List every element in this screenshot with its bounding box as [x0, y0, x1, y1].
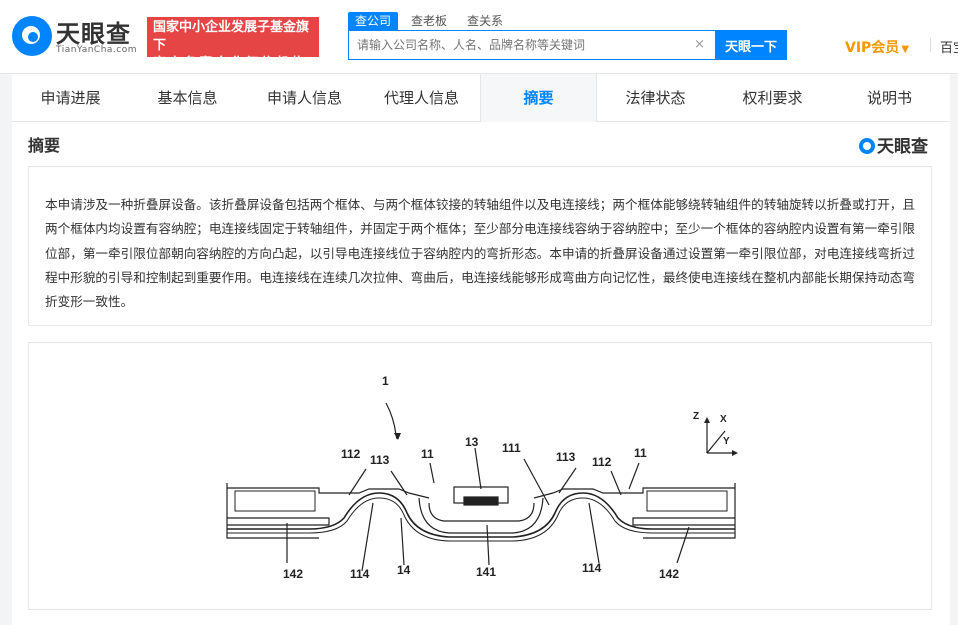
leader-l13: [474, 447, 482, 490]
cable-path-inner: [227, 497, 735, 542]
axis-label-y: Y: [723, 436, 730, 447]
hinge-core: [463, 496, 499, 506]
leader-r114: [588, 502, 600, 564]
right-plate: [632, 517, 735, 526]
vip-member-link[interactable]: VIP会员▼: [845, 37, 909, 57]
abstract-text: 本申请涉及一种折叠屏设备。该折叠屏设备包括两个框体、与两个框体铰接的转轴组件以及…: [28, 166, 932, 326]
tianyancha-logo[interactable]: 天眼查 TianYanCha.com: [12, 14, 140, 60]
caret-down-icon: ▼: [901, 44, 910, 55]
abstract-section: 摘要 天眼查 本申请涉及一种折叠屏设备。该折叠屏设备包括两个框体、与两个框体铰接…: [12, 122, 950, 625]
figure-label-l13: 13: [465, 435, 479, 449]
tab-basic-info[interactable]: 基本信息: [157, 89, 218, 107]
search-tab-boss[interactable]: 查老板: [411, 14, 448, 28]
figure-label-l14: 14: [397, 563, 411, 577]
search-tab-relation[interactable]: 查关系: [467, 14, 504, 28]
leader-l14: [400, 517, 405, 566]
tab-applicant-info[interactable]: 申请人信息: [266, 89, 342, 107]
leader-r113: [558, 467, 577, 494]
section-title: 摘要: [28, 136, 61, 155]
slogan-line-2: 官方备案企业征信机构: [153, 56, 308, 71]
search-input[interactable]: [349, 31, 679, 59]
figure-label-r11: 11: [634, 446, 647, 460]
axis-z-arrow: [704, 417, 710, 423]
tianyancha-watermark: 天眼查: [859, 132, 928, 157]
figure-label-main: 1: [382, 374, 389, 388]
tab-claims[interactable]: 权利要求: [742, 89, 803, 107]
search-tab-company[interactable]: 查公司: [348, 12, 399, 30]
left-frame-inner: [234, 490, 316, 512]
figure-label-l113: 113: [370, 453, 390, 467]
watermark-text: 天眼查: [877, 137, 928, 157]
left-plate: [227, 517, 330, 526]
leader-main-arrow: [394, 433, 401, 440]
tab-description[interactable]: 说明书: [866, 89, 912, 107]
leader-l114: [361, 502, 374, 572]
tab-progress[interactable]: 申请进展: [40, 89, 101, 107]
leader-l112: [348, 468, 367, 496]
search-type-tabs: 查公司 查老板 查关系: [348, 12, 510, 30]
figure-label-l142: 142: [283, 567, 303, 581]
figure-label-r112: 112: [592, 455, 612, 469]
left-frame-outline: [226, 483, 329, 539]
cable-path: [227, 492, 735, 538]
right-frame-outline: [633, 483, 736, 539]
hinge-body: [428, 502, 535, 522]
top-header: 天眼查 TianYanCha.com 国家中小企业发展子基金旗下 官方备案企业征…: [0, 0, 958, 74]
axis-label-z: Z: [693, 411, 699, 422]
leader-l113: [390, 470, 408, 496]
logo-domain-text: TianYanCha.com: [56, 45, 138, 55]
leader-r11: [628, 462, 640, 490]
figure-label-l11a: 11: [421, 447, 434, 461]
figure-label-r113: 113: [556, 450, 576, 464]
figure-label-l112: 112: [341, 447, 361, 461]
figure-label-l141: 141: [476, 565, 496, 579]
right-frame-inner: [646, 490, 728, 512]
slogan-line-1: 国家中小企业发展子基金旗下: [153, 20, 310, 53]
header-divider: [930, 38, 931, 52]
patent-drawing: 1 112 113 11 13 111 113 112 11 142 114 1…: [226, 374, 738, 581]
search-button[interactable]: 天眼一下: [715, 30, 787, 60]
tab-legal-status[interactable]: 法律状态: [625, 89, 686, 107]
logo-brand-text: 天眼查: [56, 20, 131, 48]
tianyancha-logo-icon: [859, 138, 875, 154]
leader-r112: [610, 470, 622, 496]
right-link: [533, 488, 633, 499]
leader-l111: [523, 458, 550, 506]
patent-figure: 1 112 113 11 13 111 113 112 11 142 114 1…: [28, 342, 932, 610]
axis-y-arrow: [732, 450, 738, 456]
figure-label-l111: 111: [502, 441, 521, 455]
vip-label: VIP会员: [845, 40, 900, 56]
slogan-badge: 国家中小企业发展子基金旗下 官方备案企业征信机构: [147, 17, 319, 71]
axis-lines: [706, 421, 734, 454]
hinge-outer: [418, 497, 544, 534]
close-icon[interactable]: ×: [694, 37, 705, 52]
figure-label-l114: 114: [350, 567, 370, 581]
leader-l11a: [429, 462, 435, 484]
axis-label-x: X: [720, 414, 727, 425]
patent-nav-tabs: 申请进展 基本信息 申请人信息 代理人信息 摘要 法律状态 权利要求 说明书: [12, 74, 950, 122]
leader-r142: [676, 526, 690, 564]
search-box: ×: [348, 30, 716, 60]
tab-abstract[interactable]: 摘要: [480, 74, 597, 122]
tab-agent-info[interactable]: 代理人信息: [383, 89, 459, 107]
baike-link[interactable]: 百宝: [940, 41, 958, 56]
leader-l141: [486, 524, 490, 566]
figure-label-r142: 142: [659, 567, 679, 581]
figure-label-r114: 114: [582, 561, 602, 575]
left-link: [329, 488, 430, 499]
tianyancha-logo-icon: [12, 16, 52, 56]
